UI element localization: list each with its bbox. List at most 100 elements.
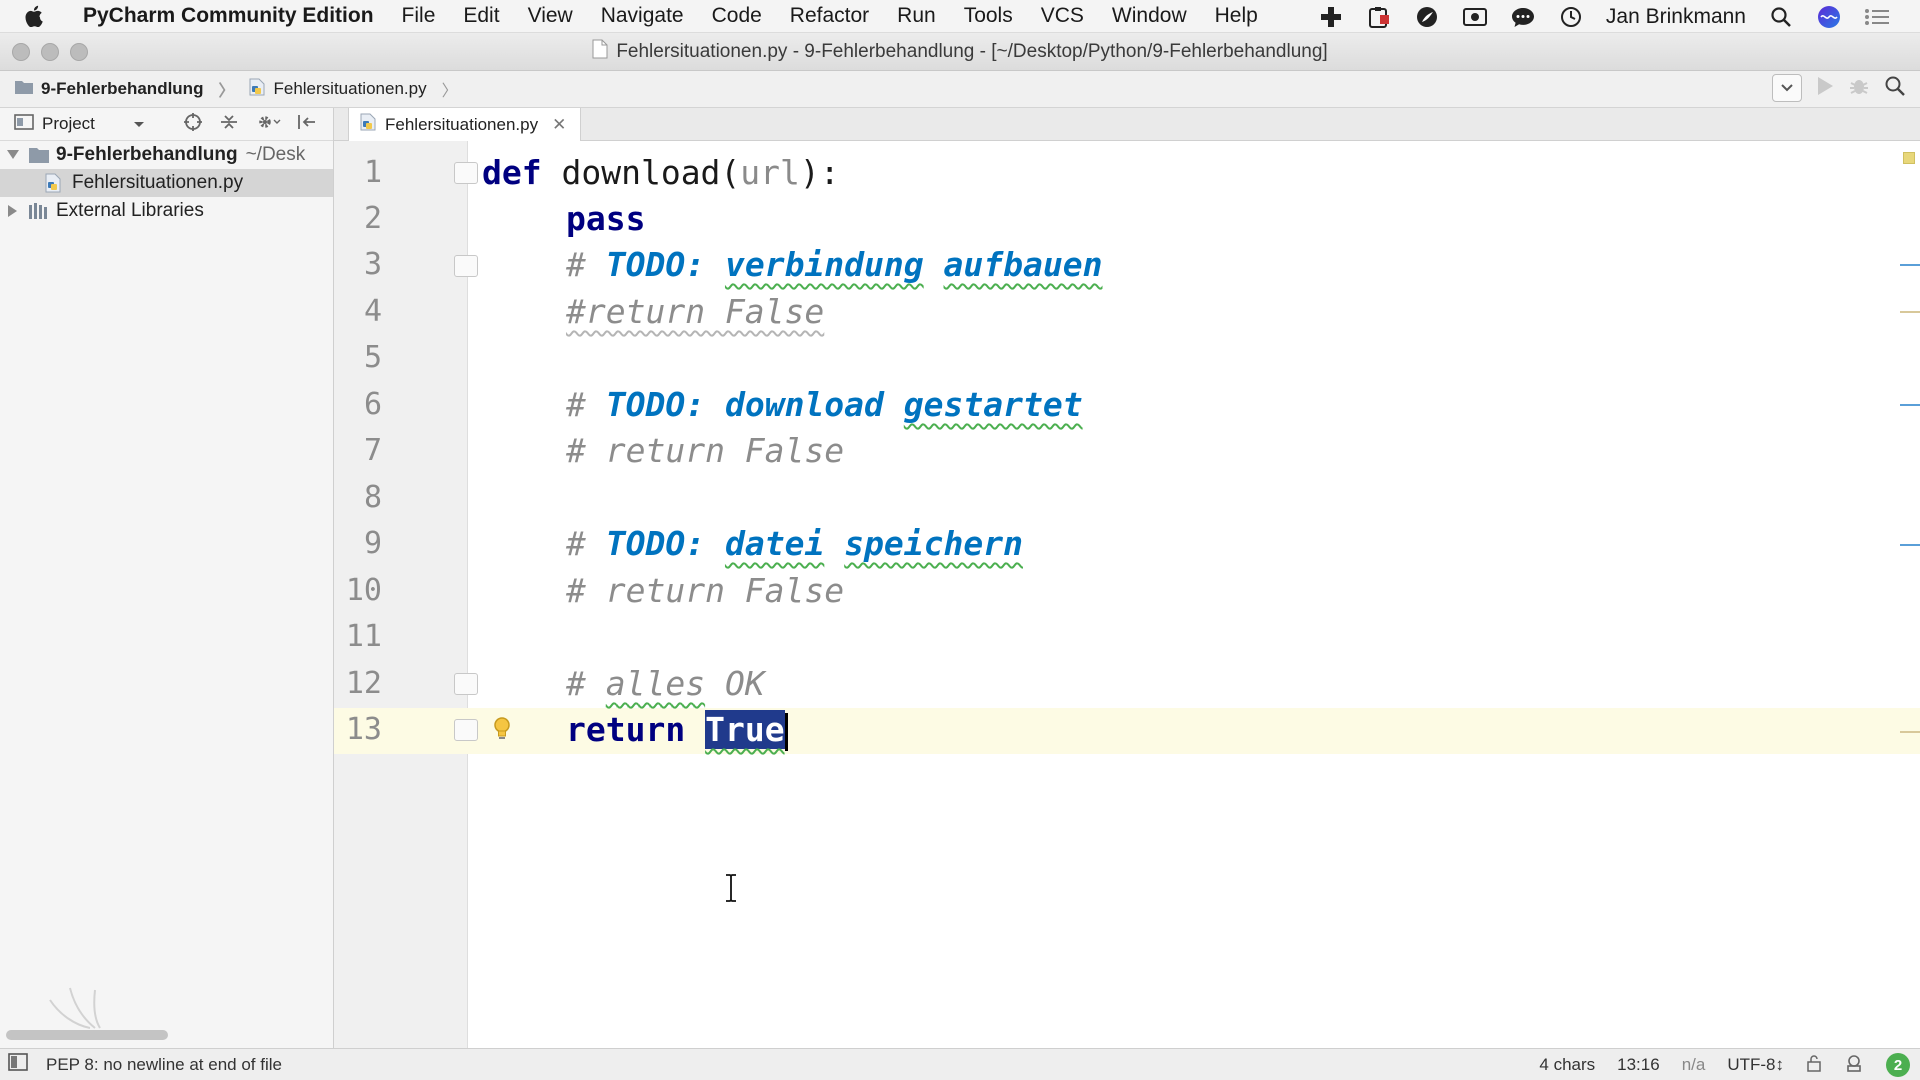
menu-window[interactable]: Window: [1111, 4, 1187, 27]
project-panel-toolbar: Project: [0, 108, 333, 141]
lock-icon[interactable]: [1806, 1054, 1822, 1077]
run-icon[interactable]: [1816, 76, 1834, 101]
close-icon[interactable]: ✕: [552, 114, 567, 134]
tree-item-external-libraries[interactable]: External Libraries: [0, 197, 333, 225]
menu-vcs[interactable]: VCS: [1040, 4, 1084, 27]
menu-code[interactable]: Code: [711, 4, 762, 27]
spotlight-search-icon[interactable]: [1768, 4, 1794, 30]
file-encoding[interactable]: UTF-8↕: [1727, 1055, 1784, 1074]
fold-marker[interactable]: [454, 162, 478, 184]
code-line[interactable]: # TODO: datei speichern: [566, 521, 1023, 567]
logo-watermark-icon: [40, 980, 130, 1055]
code-line[interactable]: # TODO: verbindung aufbauen: [566, 242, 1102, 288]
code-line[interactable]: # return False: [566, 568, 844, 614]
code-line[interactable]: # alles OK: [566, 661, 765, 707]
search-everywhere-icon[interactable]: [1884, 75, 1906, 102]
breadcrumb-file[interactable]: Fehlersituationen.py 〉: [248, 77, 458, 101]
siri-icon[interactable]: [1816, 4, 1842, 30]
hide-panel-icon[interactable]: [297, 112, 317, 137]
zoom-window-button[interactable]: [70, 43, 88, 61]
menu-refactor[interactable]: Refactor: [789, 4, 870, 27]
locate-file-icon[interactable]: [183, 112, 203, 137]
project-tool-window: Project 9-Fehlerbehandlung ~/Des: [0, 108, 334, 1048]
user-name[interactable]: Jan Brinkmann: [1605, 4, 1746, 28]
todo-marker[interactable]: [1900, 264, 1920, 266]
code-line[interactable]: return True: [566, 707, 788, 753]
code-line[interactable]: # TODO: download gestartet: [566, 382, 1083, 428]
menu-help[interactable]: Help: [1214, 4, 1258, 27]
debug-icon[interactable]: [1848, 75, 1870, 102]
fold-marker[interactable]: [454, 255, 478, 277]
todo-marker[interactable]: [1900, 404, 1920, 406]
editor-gutter: [334, 141, 468, 1048]
breadcrumb-label: 9-Fehlerbehandlung: [41, 79, 204, 98]
comment-token: OK: [705, 664, 765, 703]
close-window-button[interactable]: [12, 43, 30, 61]
line-number: 11: [345, 619, 382, 654]
inspector-icon[interactable]: [1844, 1053, 1864, 1078]
plus-cross-icon[interactable]: [1318, 4, 1344, 30]
inspection-status-icon[interactable]: [1903, 152, 1915, 164]
menu-tools[interactable]: Tools: [963, 4, 1013, 27]
tree-item-project-root[interactable]: 9-Fehlerbehandlung ~/Desk: [0, 141, 333, 169]
event-log-badge[interactable]: 2: [1886, 1053, 1910, 1077]
caret-position[interactable]: 13:16: [1617, 1055, 1660, 1074]
screen-record-icon[interactable]: [1462, 4, 1488, 30]
menu-run[interactable]: Run: [897, 4, 936, 27]
folder-icon: [28, 145, 50, 165]
navigation-bar: 9-Fehlerbehandlung 〉 Fehlersituationen.p…: [0, 71, 1920, 108]
python-file-icon: [44, 173, 66, 193]
menu-view[interactable]: View: [527, 4, 573, 27]
tab-fehlersituationen[interactable]: Fehlersituationen.py ✕: [348, 108, 582, 141]
code-line[interactable]: pass: [566, 196, 645, 242]
breadcrumb-project[interactable]: 9-Fehlerbehandlung 〉: [14, 77, 234, 101]
apple-icon[interactable]: [25, 5, 63, 27]
selection-length: 4 chars: [1539, 1055, 1596, 1074]
line-separator[interactable]: n/a: [1681, 1055, 1706, 1074]
expand-arrow-right-icon[interactable]: [2, 205, 24, 217]
menu-file[interactable]: File: [401, 4, 436, 27]
todo-token: TODO:: [605, 245, 706, 284]
line-number: 7: [363, 433, 382, 468]
punctuation-token: ):: [799, 153, 840, 192]
horizontal-scrollbar[interactable]: [6, 1030, 168, 1040]
selected-text[interactable]: True: [705, 710, 785, 749]
expand-arrow-down-icon[interactable]: [2, 150, 24, 160]
todo-marker[interactable]: [1900, 544, 1920, 546]
code-line[interactable]: # return False: [566, 428, 844, 474]
menubar-status-area: Jan Brinkmann: [1318, 0, 1920, 33]
app-menu[interactable]: PyCharm Community Edition: [83, 4, 374, 27]
time-machine-icon[interactable]: [1558, 4, 1584, 30]
todo-token: datei: [724, 524, 825, 563]
warning-marker[interactable]: [1900, 311, 1920, 313]
code-editor[interactable]: [468, 141, 1920, 1048]
breadcrumb-separator-icon: 〉: [218, 83, 235, 100]
lightbulb-icon[interactable]: [492, 715, 512, 745]
warning-marker[interactable]: [1900, 731, 1920, 733]
project-view-selector[interactable]: Project: [42, 114, 95, 133]
fold-marker[interactable]: [454, 673, 478, 695]
chat-icon[interactable]: [1510, 4, 1536, 30]
menu-edit[interactable]: Edit: [463, 4, 500, 27]
gear-icon[interactable]: [255, 112, 281, 137]
mac-menu-bar: PyCharm Community Edition File Edit View…: [0, 0, 1920, 33]
run-configuration-dropdown[interactable]: [1772, 74, 1802, 102]
code-line[interactable]: def download(url):: [482, 150, 840, 196]
menu-navigate[interactable]: Navigate: [600, 4, 684, 27]
chevron-down-icon[interactable]: [133, 114, 145, 134]
tree-item-fehlersituationen[interactable]: Fehlersituationen.py: [0, 169, 333, 197]
tool-windows-icon[interactable]: [8, 1052, 28, 1077]
tab-label: Fehlersituationen.py: [385, 114, 539, 134]
minimize-window-button[interactable]: [41, 43, 59, 61]
parameter-token: url: [740, 153, 800, 192]
leaf-icon[interactable]: [1414, 4, 1440, 30]
comment-token: #: [566, 664, 606, 703]
tree-item-path-hint: ~/Desk: [245, 144, 306, 165]
todo-token: aufbauen: [943, 245, 1103, 284]
fold-marker[interactable]: [454, 719, 478, 741]
code-line[interactable]: #return False: [566, 289, 824, 335]
clipboard-icon[interactable]: [1366, 4, 1392, 30]
tree-item-label: 9-Fehlerbehandlung: [56, 144, 238, 165]
collapse-all-icon[interactable]: [219, 112, 239, 137]
notification-center-icon[interactable]: [1864, 4, 1890, 30]
